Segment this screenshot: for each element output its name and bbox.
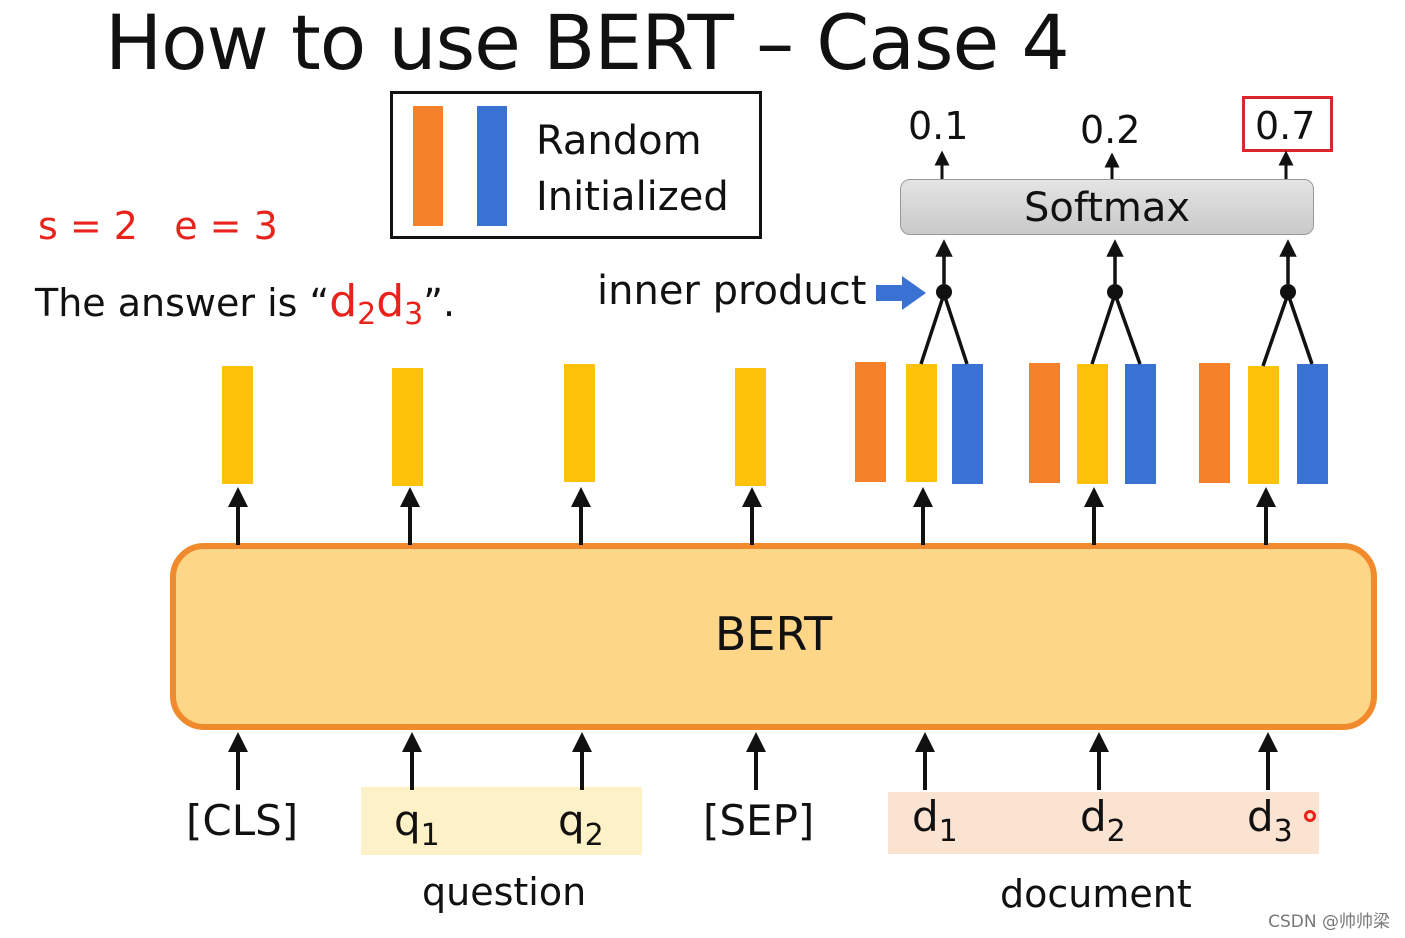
legend-box <box>390 91 762 239</box>
answer-d3: d3 <box>376 276 424 332</box>
end-vector-d3 <box>1297 364 1328 484</box>
pointer-dot-icon <box>1304 810 1316 822</box>
legend-line-2: Initialized <box>536 174 729 220</box>
inner-product-lines <box>919 293 1314 367</box>
output-bar-d3 <box>1248 366 1279 484</box>
start-vector-d1 <box>855 362 886 482</box>
answer-text: The answer is “d2d3”. <box>35 276 455 332</box>
start-end-annotation: s = 2 e = 3 <box>38 204 278 248</box>
token-input-arrows <box>228 732 1278 790</box>
bert-label: BERT <box>714 607 833 661</box>
probability-3: 0.7 <box>1255 104 1316 148</box>
token-d1: d1 <box>912 792 958 849</box>
inner-product-arrow-icon <box>876 276 926 310</box>
legend-blue-bar <box>477 106 507 226</box>
answer-d2: d2 <box>329 276 377 332</box>
dot-to-softmax-arrows <box>935 239 1297 284</box>
legend-orange-bar <box>413 106 443 226</box>
slide-title: How to use BERT – Case 4 <box>105 0 1070 87</box>
token-cls: [CLS] <box>186 796 299 845</box>
answer-prefix: The answer is “ <box>35 281 330 325</box>
legend-label: Random Initialized <box>536 113 729 225</box>
probability-1: 0.1 <box>908 104 969 148</box>
output-bar-q1 <box>392 368 423 486</box>
output-bar-cls <box>222 366 253 484</box>
inner-product-dots <box>936 284 1296 300</box>
output-bar-d2 <box>1077 364 1108 484</box>
inner-product-label: inner product <box>597 268 867 314</box>
legend-line-1: Random <box>536 118 702 164</box>
end-vector-d1 <box>952 364 983 484</box>
output-bar-sep <box>735 368 766 486</box>
token-d3: d3 <box>1247 792 1293 849</box>
start-vector-d2 <box>1029 363 1060 483</box>
document-label: document <box>1000 872 1192 916</box>
bert-output-arrows <box>228 487 1276 545</box>
answer-suffix: ”. <box>423 281 456 325</box>
output-bar-d1 <box>906 364 937 482</box>
bert-block <box>170 543 1377 730</box>
question-highlight <box>361 787 642 855</box>
end-vector-d2 <box>1125 364 1156 484</box>
probability-2: 0.2 <box>1080 108 1141 152</box>
output-bar-q2 <box>564 364 595 482</box>
token-sep: [SEP] <box>703 796 815 845</box>
question-label: question <box>422 870 587 914</box>
watermark: CSDN @帅帅梁 <box>1268 912 1390 932</box>
softmax-box: Softmax <box>900 179 1314 235</box>
start-vector-d3 <box>1199 363 1230 483</box>
document-highlight <box>888 792 1319 854</box>
token-q1: q1 <box>394 796 440 853</box>
softmax-output-arrows <box>934 150 1294 179</box>
token-q2: q2 <box>558 796 604 853</box>
token-d2: d2 <box>1080 792 1126 849</box>
